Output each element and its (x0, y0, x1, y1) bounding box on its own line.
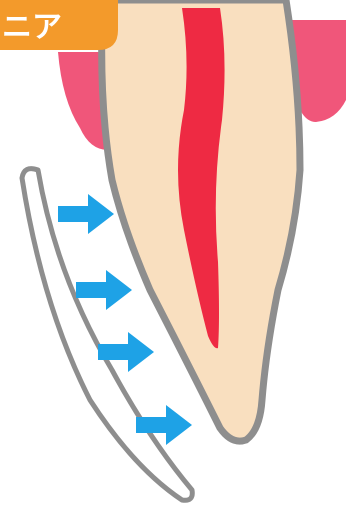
right-arrow-icon (58, 194, 114, 234)
right-arrow-icon (76, 270, 132, 310)
badge-text: ニア (2, 10, 62, 45)
title-badge: ニア (0, 0, 118, 50)
